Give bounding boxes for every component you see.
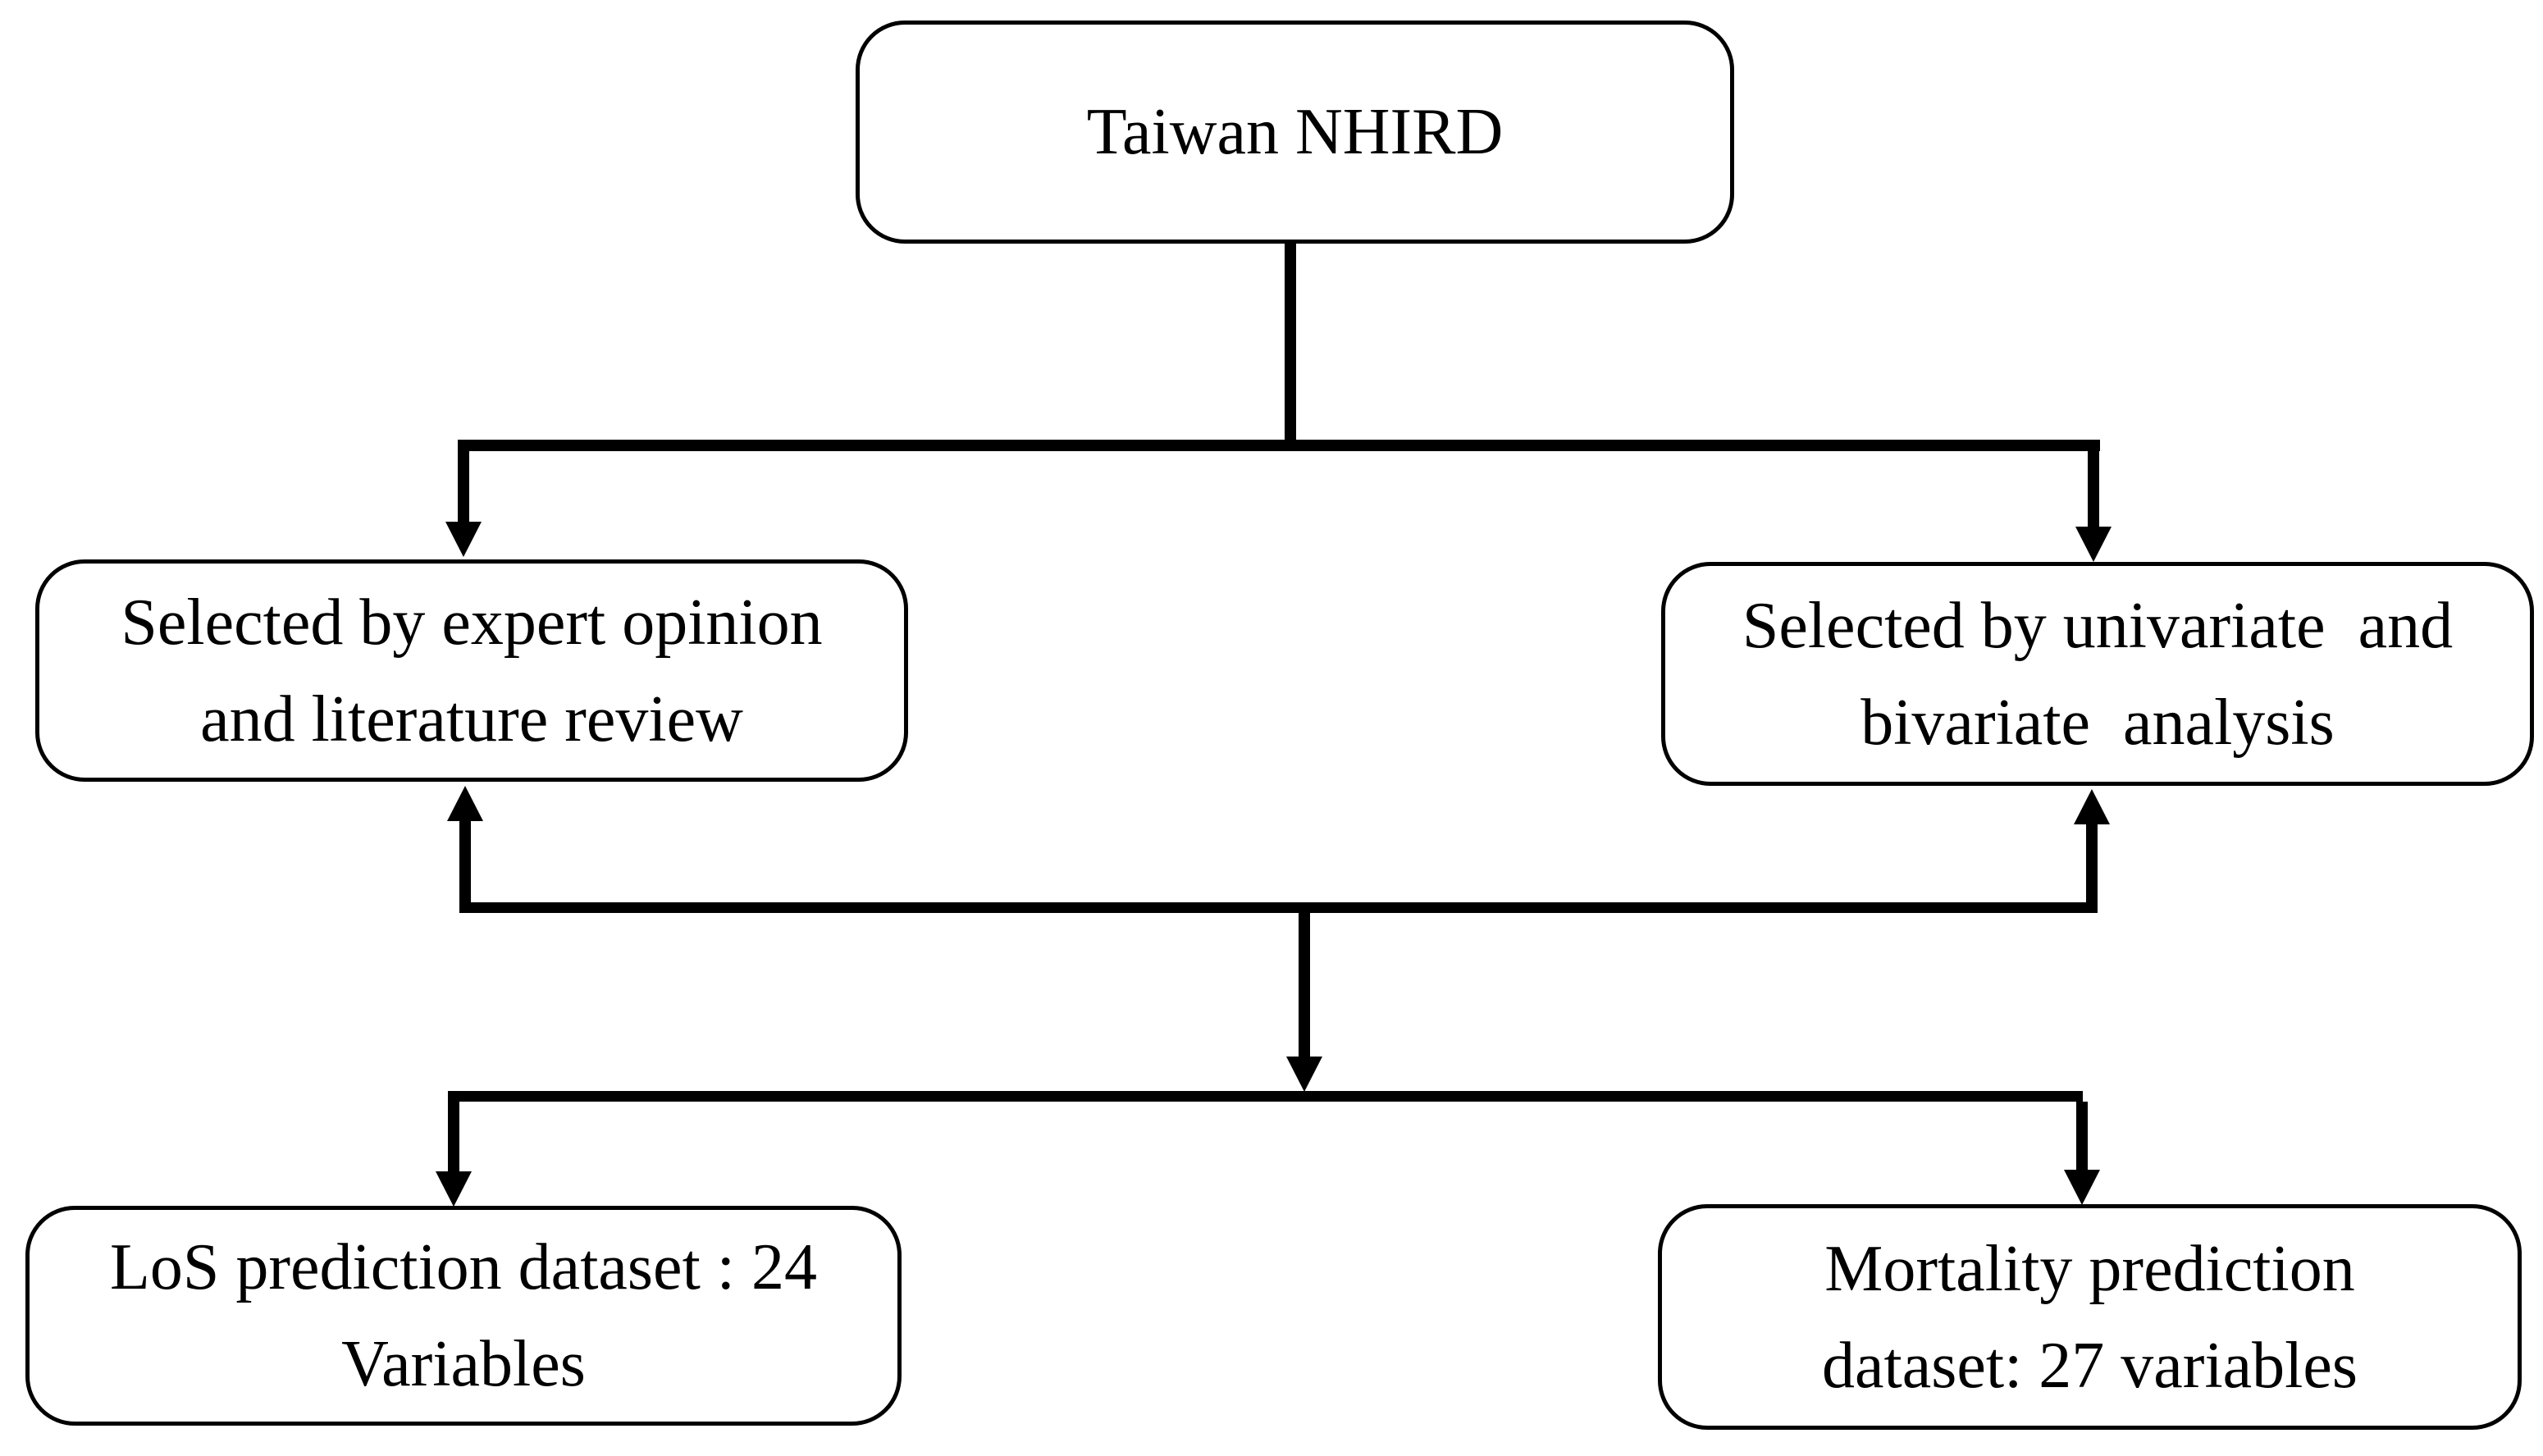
node-expert-selection: Selected by expert opinion and literatur…	[35, 559, 908, 782]
node-mortality-dataset: Mortality prediction dataset: 27 variabl…	[1658, 1204, 2522, 1430]
node-los-dataset-label: LoS prediction dataset : 24 Variables	[110, 1219, 817, 1413]
connector-stem-top	[1285, 243, 1296, 451]
arrowhead-up-univariate	[2074, 789, 2110, 824]
node-taiwan-nhird: Taiwan NHIRD	[856, 21, 1734, 244]
node-los-dataset: LoS prediction dataset : 24 Variables	[25, 1206, 902, 1426]
node-univariate-selection-label: Selected by univariate and bivariate ana…	[1742, 577, 2453, 771]
arrowhead-center-down	[1286, 1057, 1322, 1092]
arrowhead-to-mortality	[2064, 1170, 2100, 1205]
connector-drop-to-los	[448, 1102, 459, 1173]
arrowhead-to-univariate	[2075, 527, 2112, 562]
node-line: Selected by expert opinion	[121, 586, 823, 659]
arrowhead-up-expert	[447, 786, 483, 821]
connector-drop-to-univariate	[2088, 440, 2099, 527]
node-line: Mortality prediction	[1824, 1232, 2355, 1305]
node-taiwan-nhird-label: Taiwan NHIRD	[1087, 84, 1504, 180]
node-line: and literature review	[200, 682, 743, 755]
node-line: bivariate analysis	[1860, 686, 2335, 759]
node-mortality-dataset-label: Mortality prediction dataset: 27 variabl…	[1822, 1221, 2358, 1414]
connector-drop-to-expert	[458, 440, 469, 523]
node-line: Selected by univariate and	[1742, 589, 2454, 662]
connector-stem-middle	[1299, 913, 1310, 1058]
arrowhead-to-expert	[445, 522, 482, 557]
merge-bar	[459, 902, 2098, 913]
node-line: dataset: 27 variables	[1821, 1329, 2358, 1402]
split-bar-bottom	[448, 1091, 2083, 1102]
connector-up-expert	[459, 820, 471, 913]
arrowhead-to-los	[436, 1171, 472, 1207]
node-expert-selection-label: Selected by expert opinion and literatur…	[121, 574, 822, 768]
connector-up-univariate	[2086, 824, 2098, 913]
node-line: Taiwan NHIRD	[1086, 96, 1504, 168]
node-line: Variables	[341, 1328, 586, 1400]
split-bar-top	[458, 440, 2100, 451]
node-line: LoS prediction dataset : 24	[109, 1231, 818, 1303]
connector-drop-to-mortality	[2076, 1102, 2088, 1171]
node-univariate-selection: Selected by univariate and bivariate ana…	[1661, 562, 2534, 786]
